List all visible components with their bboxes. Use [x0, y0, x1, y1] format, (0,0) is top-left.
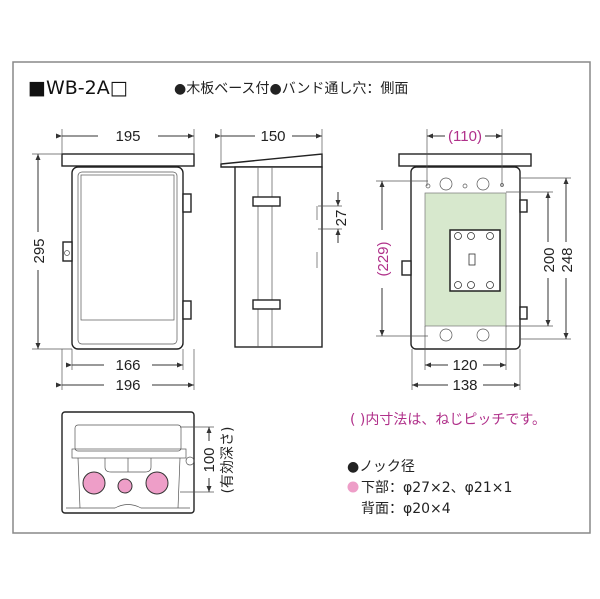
bottom-view: 100 (有効深さ) — [61, 411, 236, 514]
side-view: 150 27 — [215, 128, 350, 348]
front-view: 195 295 166 196 — [31, 128, 195, 394]
notes: ( )内寸法は、ねじピッチです。 ●ノック径 下部：φ27×2、φ21×1 背面… — [347, 412, 546, 517]
model-title: ■WB-2A□ — [28, 77, 128, 99]
front-width-label: 195 — [115, 128, 140, 145]
front-inner-width-label: 166 — [115, 357, 140, 374]
pitch-note: ( )内寸法は、ねじピッチです。 — [350, 412, 546, 428]
rear-outer-width-label: 138 — [452, 377, 477, 394]
knockout-27-right — [145, 471, 169, 495]
bottom-depth-label: 100 — [201, 447, 218, 472]
panel-width-label: 120 — [452, 357, 477, 374]
front-outer-width-label: 196 — [115, 377, 140, 394]
knockout-21 — [117, 478, 133, 494]
knockout-back: 背面：φ20×4 — [361, 501, 451, 517]
pink-bullet-icon — [347, 481, 359, 493]
panel-height-label: 200 — [541, 247, 558, 272]
knockout-27-left — [82, 471, 106, 495]
pitch-height-label: (229) — [375, 241, 392, 276]
outer-height-label: 248 — [559, 247, 576, 272]
pitch-width-label: (110) — [448, 128, 482, 145]
rear-view: (110) (229) 200 248 120 138 — [375, 128, 576, 394]
front-height-label: 295 — [31, 238, 48, 263]
knockout-title: ●ノック径 — [347, 459, 415, 475]
effective-depth-note: (有効深さ) — [220, 427, 236, 494]
band-hole-label: 27 — [333, 210, 350, 227]
side-depth-label: 150 — [260, 128, 285, 145]
knockout-bottom: 下部：φ27×2、φ21×1 — [361, 480, 512, 496]
feature-list: ●木板ベース付●バンド通し穴：側面 — [174, 81, 408, 97]
